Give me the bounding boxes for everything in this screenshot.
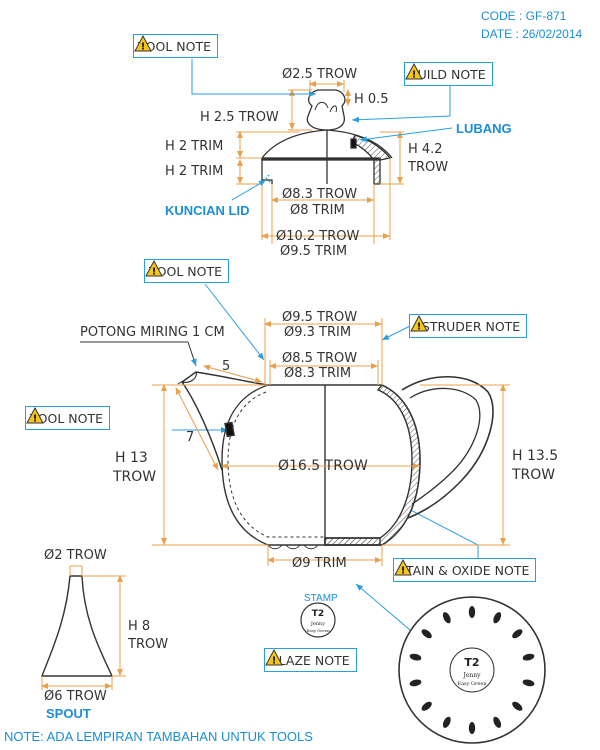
tool-note-middle-label: TOOL NOTE <box>149 263 222 279</box>
spout-detail-drawing <box>40 575 114 677</box>
tool-note-top[interactable]: ! TOOL NOTE <box>133 34 218 58</box>
svg-text:!: ! <box>33 414 38 425</box>
footer-note: NOTE: ADA LEMPIRAN TAMBAHAN UNTUK TOOLS <box>4 729 313 744</box>
stamp-label: STAMP <box>304 593 338 604</box>
foot-mark <box>493 716 502 728</box>
lid-h2-trim-a: H 2 TRIM <box>165 139 223 154</box>
body-d93-trim: Ø9.3 TRIM <box>284 325 351 340</box>
lid-h2-trim-b: H 2 TRIM <box>165 164 223 179</box>
warning-icon: ! <box>145 260 163 277</box>
potong-miring-leader <box>80 341 197 367</box>
tool-note-spout-label: TOOL NOTE <box>30 410 103 426</box>
foot-mark <box>468 606 476 618</box>
lid-d102: Ø10.2 TROW <box>276 229 360 244</box>
stamp-small-line1: Jenny <box>310 621 325 627</box>
spout-h8-trow: TROW <box>127 637 168 652</box>
stain-oxide-note-label: STAIN & OXIDE NOTE <box>398 562 530 578</box>
warning-icon: ! <box>134 35 152 52</box>
spout-dimensions <box>41 565 126 690</box>
warning-icon: ! <box>265 649 283 666</box>
lid-h42: H 4.2 <box>408 142 443 157</box>
spout-d6: Ø6 TROW <box>44 689 107 704</box>
stain-oxide-note[interactable]: ! STAIN & OXIDE NOTE <box>393 558 537 582</box>
foot-mark <box>522 653 535 661</box>
foot-mark <box>409 679 422 687</box>
body-d9-trim: Ø9 TRIM <box>292 556 347 571</box>
body-h135-trow: TROW <box>511 467 555 483</box>
foot-mark <box>421 629 432 639</box>
leader-lines <box>172 59 479 631</box>
stamp-small-line2: Easy Green <box>306 628 330 633</box>
glaze-note[interactable]: ! GLAZE NOTE <box>264 648 357 672</box>
lid-dimensions <box>236 80 404 244</box>
bottom-view-drawing: T2 Jenny Easy Green <box>398 596 546 744</box>
lid-drawing <box>261 89 393 185</box>
body-h13: H 13 <box>115 450 148 466</box>
stamp-big-line1: Jenny <box>462 672 481 679</box>
tool-note-middle[interactable]: ! TOOL NOTE <box>144 259 229 283</box>
warning-icon: ! <box>394 559 412 576</box>
warning-icon: ! <box>410 315 428 332</box>
lubang-label: LUBANG <box>456 121 512 136</box>
tool-note-spout[interactable]: ! TOOL NOTE <box>25 406 110 430</box>
body-d85-trow: Ø8.5 TROW <box>282 351 357 366</box>
foot-mark <box>409 653 422 661</box>
warning-icon: ! <box>405 63 423 80</box>
foot-mark <box>522 679 535 687</box>
svg-text:!: ! <box>401 566 406 577</box>
spout-length-5: 5 <box>222 359 230 374</box>
code-label: CODE : GF-871 <box>481 9 567 23</box>
foot-mark <box>421 701 432 711</box>
lid-knob-diameter: Ø2.5 TROW <box>282 67 357 82</box>
kuncian-lid-label: KUNCIAN LID <box>165 203 250 218</box>
lid-knob-h: H 0.5 <box>354 92 389 107</box>
build-note-label: BUILD NOTE <box>409 66 486 82</box>
foot-mark <box>468 722 476 734</box>
build-note[interactable]: ! BUILD NOTE <box>404 62 493 86</box>
lid-d83: Ø8.3 TROW <box>282 187 357 202</box>
foot-mark <box>442 716 451 728</box>
estruder-note[interactable]: ! ESTRUDER NOTE <box>409 314 528 338</box>
spout-length-7: 7 <box>186 430 194 445</box>
body-d83-trim: Ø8.3 TRIM <box>284 366 351 381</box>
svg-text:!: ! <box>141 42 146 53</box>
body-dimensions <box>152 318 510 566</box>
body-h135: H 13.5 <box>512 448 558 464</box>
estruder-note-label: ESTRUDER NOTE <box>414 318 521 334</box>
svg-text:!: ! <box>417 322 422 333</box>
spout-label: SPOUT <box>46 706 91 721</box>
lid-d8: Ø8 TRIM <box>290 203 345 218</box>
foot-mark <box>512 629 523 639</box>
stamp-small-code: T2 <box>312 609 324 619</box>
body-d165: Ø16.5 TROW <box>278 458 368 474</box>
lid-h42-trow: TROW <box>407 160 448 175</box>
svg-text:!: ! <box>272 656 277 667</box>
stamp-big-line2: Easy Green <box>457 681 487 687</box>
body-d95-trow: Ø9.5 TROW <box>282 310 357 325</box>
date-label: DATE : 26/02/2014 <box>481 27 583 41</box>
lid-knob-height: H 2.5 TROW <box>200 110 279 125</box>
tool-note-top-label: TOOL NOTE <box>138 38 211 54</box>
glaze-note-label: GLAZE NOTE <box>269 652 350 668</box>
lid-d95: Ø9.5 TRIM <box>280 244 347 259</box>
spout-h8: H 8 <box>128 619 150 634</box>
stamp-big-code: T2 <box>464 656 479 669</box>
potong-miring-label: POTONG MIRING 1 CM <box>80 325 225 340</box>
stamp-small: T2 Jenny Easy Green <box>300 602 336 638</box>
foot-mark <box>442 612 451 624</box>
svg-text:!: ! <box>152 267 157 278</box>
foot-mark <box>493 612 502 624</box>
body-h13-trow: TROW <box>112 469 156 485</box>
foot-mark <box>512 701 523 711</box>
spout-d2: Ø2 TROW <box>44 548 107 563</box>
svg-text:!: ! <box>412 70 417 81</box>
warning-icon: ! <box>26 407 44 424</box>
